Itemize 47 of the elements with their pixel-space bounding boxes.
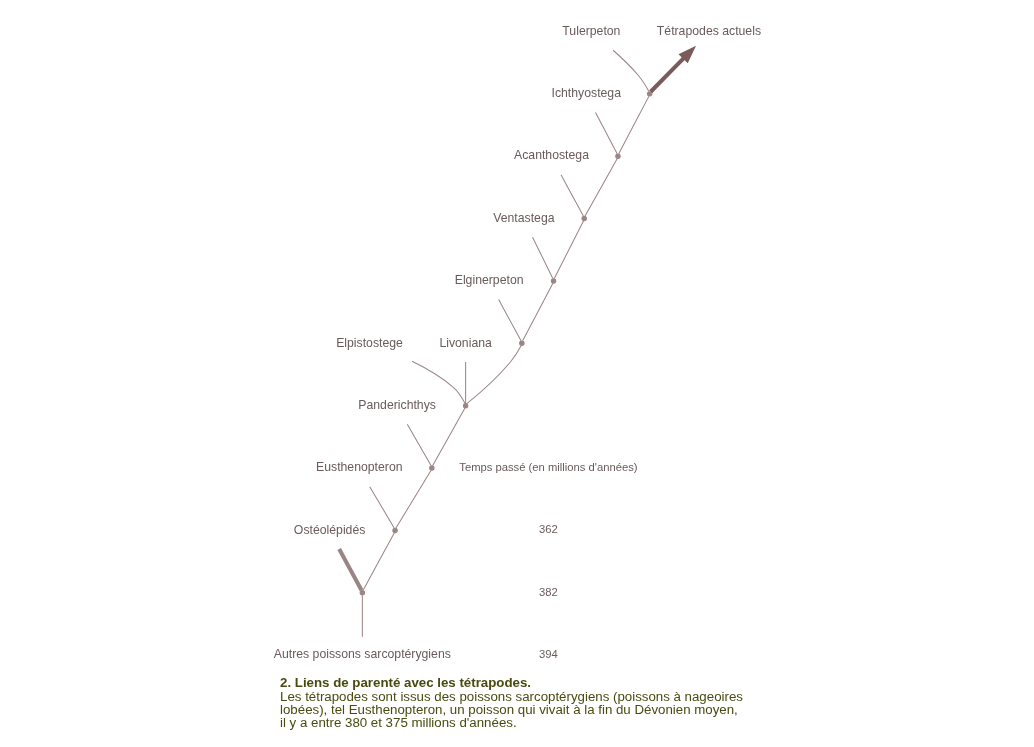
connector: [594, 111, 618, 154]
node-text: Eusthenopteron: [315, 459, 403, 474]
connector: [560, 173, 584, 217]
node-point: [391, 527, 398, 533]
node-point: [646, 90, 652, 97]
connector: [394, 469, 432, 528]
connector: [336, 547, 363, 591]
node-text: Acanthostega: [513, 147, 589, 162]
node-text: Tulerpeton: [561, 23, 620, 38]
connector: [368, 485, 395, 528]
label: 394: [538, 647, 558, 660]
node-text: Ventastega: [492, 210, 555, 225]
node-point: [462, 402, 468, 408]
node-text: Elpistostege: [335, 335, 403, 349]
connector: [406, 423, 431, 466]
connector: [411, 360, 465, 404]
connector: [617, 95, 649, 154]
node-text: Elginerpeton: [454, 272, 524, 287]
node-text: Panderichthys: [357, 397, 436, 412]
connector: [431, 406, 465, 466]
node-point: [550, 277, 556, 284]
diagram-title: 2. Liens de parenté avec les tétrapodes.: [279, 674, 531, 690]
node-text: Autres poissons sarcoptérygiens: [273, 646, 451, 661]
connector: [497, 298, 522, 341]
connector: [465, 344, 522, 404]
connector: [612, 49, 649, 92]
node-text: Ichthyostega: [551, 85, 621, 100]
label: 382: [538, 585, 558, 598]
node-text: Ostéolépidés: [293, 522, 365, 537]
node-point: [359, 589, 365, 595]
node-point: [518, 340, 525, 346]
label: 362: [538, 522, 558, 535]
connector: [521, 282, 553, 341]
connector: [464, 360, 466, 404]
node-point: [614, 153, 621, 159]
connector: [584, 157, 618, 217]
label: Temps passé (en millions d'années): [458, 460, 638, 473]
connector: [361, 594, 363, 637]
node-point: [581, 215, 587, 221]
node-text: Tétrapodes actuels: [656, 23, 761, 38]
arrow: [648, 45, 696, 93]
connector: [553, 219, 584, 279]
connector: [362, 531, 395, 591]
connector: [531, 236, 553, 279]
node-point: [428, 464, 435, 471]
caption: Les tétrapodes sont issus des poissons sarcoptérygiens (poissons à nageoires lobées), tel Eusthenopteron, un poisson qui vivait à la fin du Dévonien moyen, il y a entre 380 et 375 millions d'années.: [279, 688, 743, 730]
node-text: Livoniana: [438, 335, 492, 349]
